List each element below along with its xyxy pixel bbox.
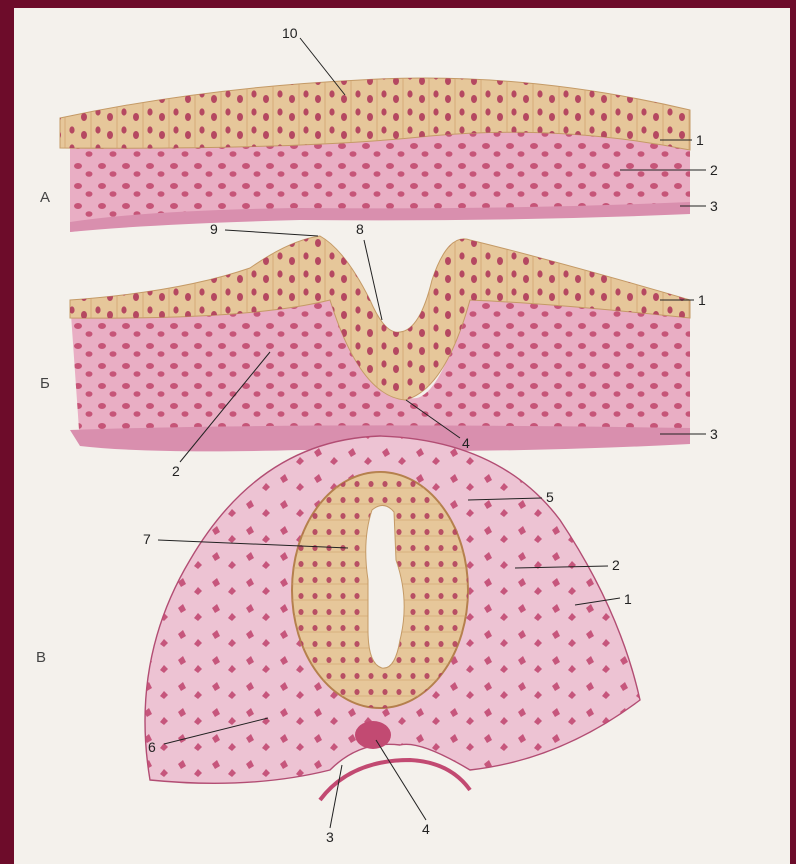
label-b-2: 2: [172, 464, 180, 478]
panel-label-v: В: [36, 650, 46, 665]
panel-label-b: Б: [40, 376, 50, 391]
label-v-4: 4: [422, 822, 430, 836]
label-v-2: 2: [612, 558, 620, 572]
v-notochord: [355, 721, 391, 749]
label-v-5: 5: [546, 490, 554, 504]
panel-v-section: [145, 436, 640, 800]
panel-a-section: [60, 78, 690, 232]
label-v-6: 6: [148, 740, 156, 754]
label-b-3: 3: [710, 427, 718, 441]
label-a-2: 2: [710, 163, 718, 177]
label-v-1: 1: [624, 592, 632, 606]
label-a-1: 1: [696, 133, 704, 147]
label-b-9: 9: [210, 222, 218, 236]
label-v-7: 7: [143, 532, 151, 546]
label-b-1: 1: [698, 293, 706, 307]
label-v-3: 3: [326, 830, 334, 844]
panel-b-section: [70, 236, 690, 451]
label-a-10: 10: [282, 26, 298, 40]
v-endoderm-arc: [320, 760, 470, 800]
panel-label-a: А: [40, 190, 50, 205]
label-a-3: 3: [710, 199, 718, 213]
label-b-8: 8: [356, 222, 364, 236]
label-b-4: 4: [462, 436, 470, 450]
